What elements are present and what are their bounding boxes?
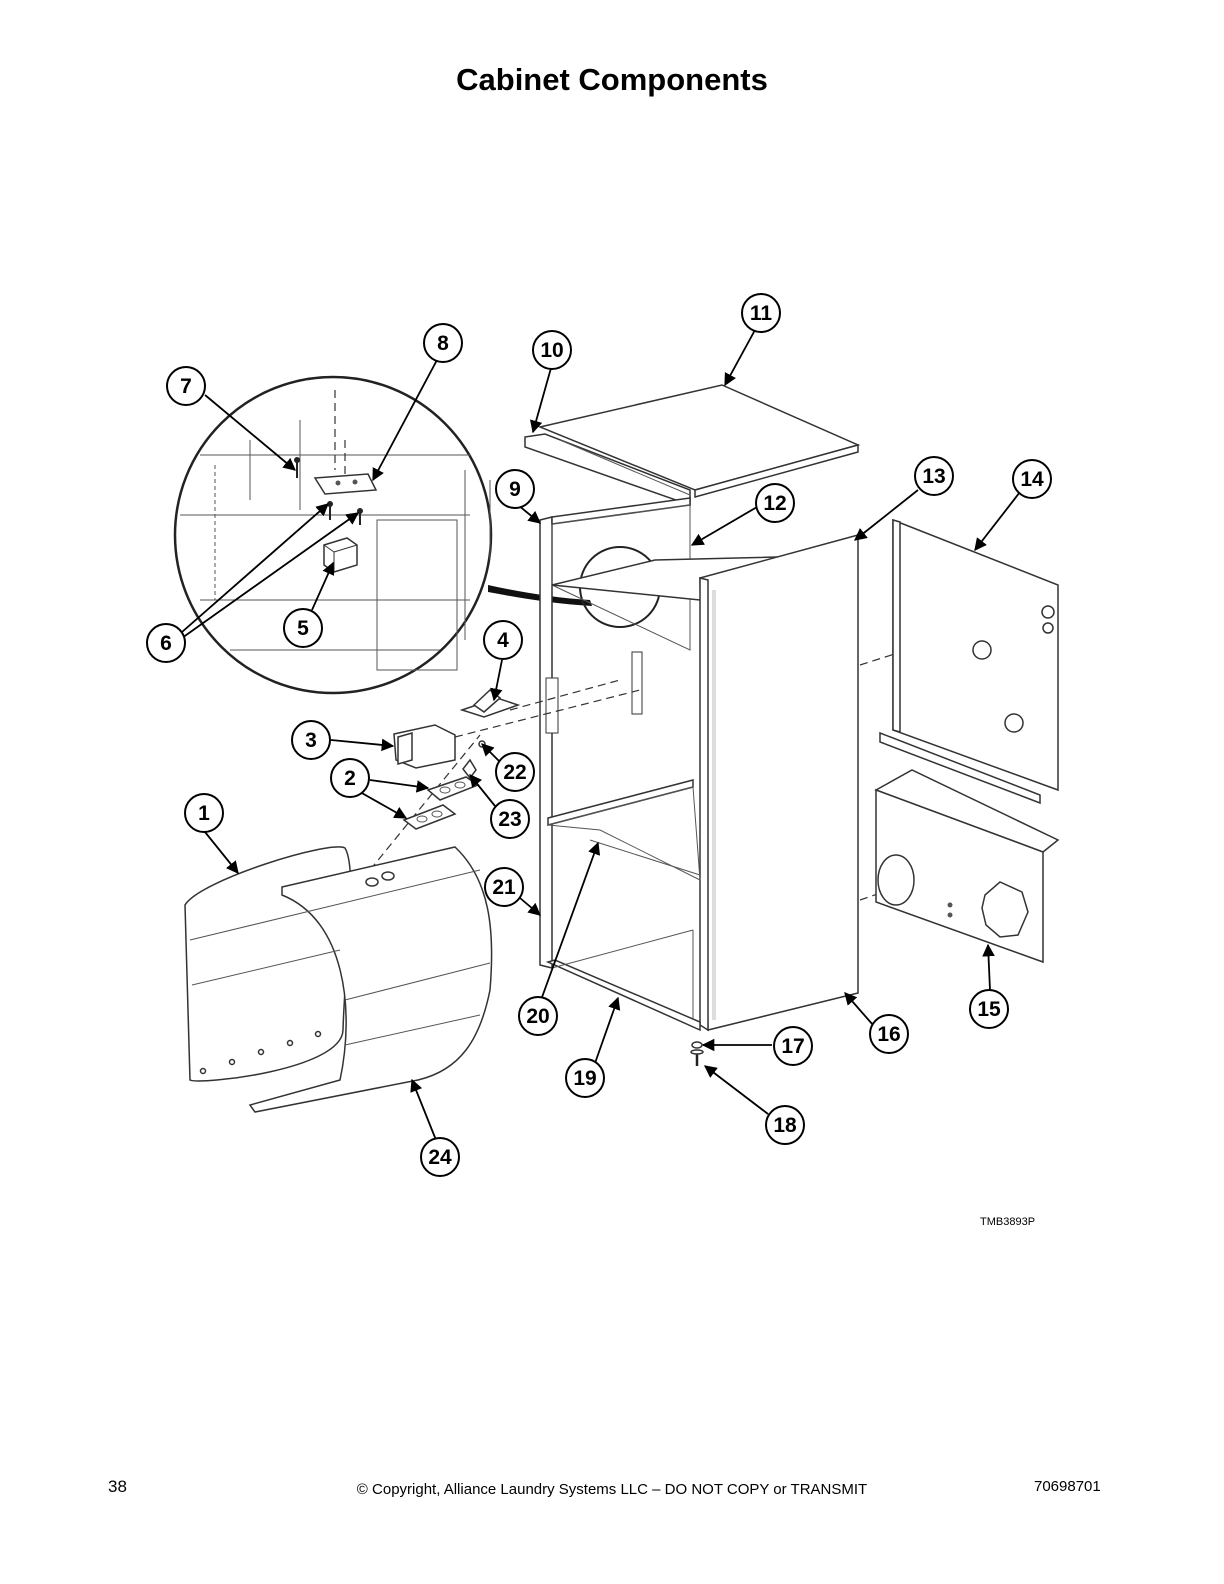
callout-12: 12 — [755, 483, 795, 523]
callout-15: 15 — [969, 989, 1009, 1029]
svg-text:9: 9 — [509, 478, 521, 501]
svg-text:19: 19 — [573, 1067, 596, 1090]
page-title: Cabinet Components — [456, 62, 768, 97]
rear-panel — [879, 518, 1059, 805]
svg-text:22: 22 — [503, 761, 526, 784]
svg-text:2: 2 — [344, 767, 356, 790]
callout-10: 10 — [532, 330, 572, 370]
callout-6: 6 — [146, 623, 186, 663]
callout-22: 22 — [495, 752, 535, 792]
document-number: 70698701 — [1034, 1478, 1101, 1495]
detail-magnified-view — [173, 375, 493, 695]
svg-text:7: 7 — [180, 375, 192, 398]
svg-text:11: 11 — [750, 302, 773, 325]
svg-text:3: 3 — [305, 729, 317, 752]
callout-24: 24 — [420, 1137, 460, 1177]
svg-text:17: 17 — [781, 1035, 804, 1058]
callout-14: 14 — [1012, 459, 1052, 499]
callout-23: 23 — [490, 799, 530, 839]
svg-text:16: 16 — [877, 1023, 900, 1046]
callout-9: 9 — [495, 469, 535, 509]
drum-wrapper — [184, 846, 493, 1113]
top-panel — [524, 384, 861, 507]
leader-lines — [181, 329, 1021, 1141]
callout-8: 8 — [423, 323, 463, 363]
svg-text:1: 1 — [198, 802, 210, 825]
svg-text:24: 24 — [428, 1146, 452, 1169]
callout-16: 16 — [869, 1014, 909, 1054]
callout-20: 20 — [518, 996, 558, 1036]
svg-text:8: 8 — [437, 332, 449, 355]
svg-text:18: 18 — [773, 1114, 797, 1137]
callout-7: 7 — [166, 366, 206, 406]
callout-4: 4 — [483, 620, 523, 660]
svg-text:21: 21 — [492, 876, 516, 899]
callout-19: 19 — [565, 1058, 605, 1098]
callout-11: 11 — [741, 293, 781, 333]
leveling-foot — [690, 1041, 704, 1066]
copyright-notice: © Copyright, Alliance Laundry Systems LL… — [356, 1481, 868, 1498]
svg-text:12: 12 — [763, 492, 786, 515]
svg-text:6: 6 — [160, 632, 172, 655]
callout-13: 13 — [914, 456, 954, 496]
callout-18: 18 — [765, 1105, 805, 1145]
svg-text:10: 10 — [540, 339, 563, 362]
svg-text:14: 14 — [1020, 468, 1044, 491]
callout-3: 3 — [291, 720, 331, 760]
svg-text:4: 4 — [497, 629, 509, 652]
small-parts — [393, 689, 521, 830]
svg-text:23: 23 — [498, 808, 521, 831]
page-number: 38 — [108, 1477, 127, 1496]
callout-1: 1 — [184, 793, 224, 833]
callout-21: 21 — [484, 867, 524, 907]
lower-rear-panel — [874, 769, 1060, 964]
svg-text:15: 15 — [977, 998, 1001, 1021]
svg-text:5: 5 — [297, 617, 309, 640]
callout-2: 2 — [330, 758, 370, 798]
figure-id: TMB3893P — [980, 1216, 1036, 1228]
cabinet-body — [539, 497, 859, 1032]
callout-5: 5 — [283, 608, 323, 648]
svg-text:20: 20 — [526, 1005, 549, 1028]
callout-17: 17 — [773, 1026, 813, 1066]
svg-text:13: 13 — [922, 465, 945, 488]
